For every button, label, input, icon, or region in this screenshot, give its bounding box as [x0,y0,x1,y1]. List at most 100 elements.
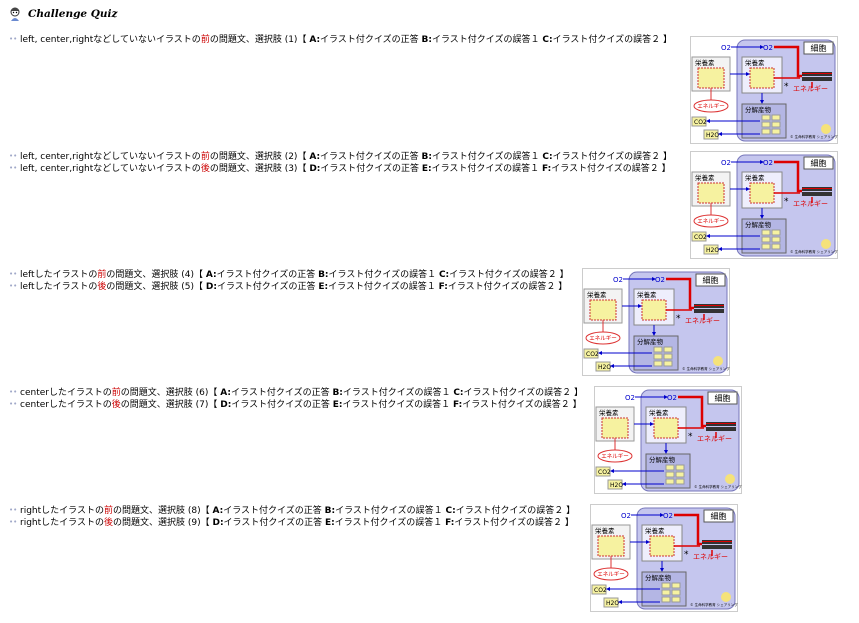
nutrient-inner-label: 栄養素 [745,58,765,67]
quiz-question-row: ••centerしたイラストの前の問題文、選択肢 (6)【 A:イラスト付クイズ… [9,387,583,398]
choice-b-text: イラスト付クイズの誤答１ [431,164,542,174]
credit-label: © 生命科学教育 シェアリンググループ [694,484,742,489]
question-suffix: の問題文、選択肢 (3)【 [209,164,310,174]
question-suffix: の問題文、選択肢 (8)【 [112,506,213,516]
choice-c-text: イラスト付クイズの誤答２ 】 [449,270,569,280]
question-text: rightしたイラストの [20,518,104,528]
quiz-question-row: ••leftしたイラストの後の問題文、選択肢 (5)【 D:イラスト付クイズの正… [9,281,567,292]
o2-left-label: O2 [625,394,635,402]
question-suffix: の問題文、選択肢 (4)【 [106,270,206,280]
h2o-label: H2O [610,482,623,489]
energy-inner-label: エネルギー [693,553,728,561]
cell-label: 細胞 [711,511,727,521]
o2-left-label: O2 [613,276,623,284]
choice-b-label: E: [332,400,343,410]
quiz-illustration: 細胞 O2 O2 栄養素 エネルギー 栄養素 * エネルギー 分解産物 CO2 … [690,151,838,259]
quiz-question-row: ••centerしたイラストの後の問題文、選択肢 (7)【 D:イラスト付クイズ… [9,399,582,410]
question-text: leftしたイラストの [20,282,98,292]
h2o-label: H2O [606,600,619,607]
nutrient-outer-label: 栄養素 [695,58,715,67]
nutrient-inner-label: 栄養素 [745,173,765,182]
choice-c-label: F: [452,400,463,410]
choice-b-label: B: [421,152,432,162]
teacher-mascot-icon [10,7,20,21]
nutrient-outer-label: 栄養素 [587,290,607,299]
products-label: 分解産物 [645,573,672,582]
cell-metabolism-illustration: 細胞 O2 O2 栄養素 エネルギー 栄養素 * エネルギー 分解産物 CO2 … [690,36,838,144]
nutrient-outer-label: 栄養素 [695,173,715,182]
choice-a-label: A: [309,152,321,162]
bullet-icon: •• [9,518,18,526]
nutrient-inner-label: 栄養素 [645,526,665,535]
energy-inner-label: エネルギー [793,200,828,208]
question-text: left, center,rightなどしていないイラストの [20,152,201,162]
co2-label: CO2 [694,119,707,126]
choice-b-label: B: [421,35,432,45]
choice-a-label: D: [212,518,224,528]
credit-label: © 生命科学教育 シェアリンググループ [682,366,730,371]
question-text: centerしたイラストの [20,400,112,410]
choice-a-text: イラスト付クイズの正答 [320,164,422,174]
cell-label: 細胞 [715,393,731,403]
bullet-icon: •• [9,35,18,43]
products-label: 分解産物 [649,455,676,464]
bullet-icon: •• [9,506,18,514]
svg-text:*: * [784,82,789,92]
quiz-illustration: 細胞 O2 O2 栄養素 エネルギー 栄養素 * エネルギー 分解産物 CO2 … [582,268,730,376]
choice-a-text: イラスト付クイズの正答 [320,35,422,45]
quiz-illustration: 細胞 O2 O2 栄養素 エネルギー 栄養素 * エネルギー 分解産物 CO2 … [590,504,738,612]
energy-inner-label: エネルギー [685,317,720,325]
cell-metabolism-illustration: 細胞 O2 O2 栄養素 エネルギー 栄養素 * エネルギー 分解産物 CO2 … [690,151,838,259]
energy-outer-label: エネルギー [589,335,617,342]
cell-label: 細胞 [811,158,827,168]
question-suffix: の問題文、選択肢 (5)【 [106,282,206,292]
choice-b-text: イラスト付クイズの誤答１ [328,282,439,292]
o2-left-label: O2 [721,159,731,167]
choice-a-label: A: [212,506,224,516]
bullet-icon: •• [9,388,18,396]
energy-inner-label: エネルギー [697,435,732,443]
choice-a-label: D: [309,164,321,174]
nutrient-outer-label: 栄養素 [599,408,619,417]
h2o-label: H2O [706,132,719,139]
choice-a-text: イラスト付クイズの正答 [216,282,319,292]
choice-b-text: イラスト付クイズの誤答１ [335,506,446,516]
position-word: 前 [97,270,107,280]
nutrient-inner-label: 栄養素 [649,408,669,417]
position-word: 後 [200,164,210,174]
choice-b-label: E: [318,282,329,292]
choice-c-label: C: [438,270,450,280]
energy-outer-label: エネルギー [697,218,725,225]
position-word: 前 [200,35,210,45]
choice-a-text: イラスト付クイズの正答 [223,506,325,516]
quiz-illustration: 細胞 O2 O2 栄養素 エネルギー 栄養素 * エネルギー 分解産物 CO2 … [690,36,838,144]
question-suffix: の問題文、選択肢 (7)【 [120,400,221,410]
choice-a-label: A: [309,35,321,45]
bullet-icon: •• [9,282,18,290]
choice-b-text: イラスト付クイズの誤答１ [431,152,543,162]
o2-right-label: O2 [663,512,673,520]
credit-label: © 生命科学教育 シェアリンググループ [690,602,738,607]
energy-inner-label: エネルギー [793,85,828,93]
cell-metabolism-illustration: 細胞 O2 O2 栄養素 エネルギー 栄養素 * エネルギー 分解産物 CO2 … [582,268,730,376]
co2-label: CO2 [598,469,611,476]
h2o-label: H2O [598,364,611,371]
bullet-icon: •• [9,152,18,160]
o2-right-label: O2 [763,159,773,167]
position-word: 後 [103,518,113,528]
cell-metabolism-illustration: 細胞 O2 O2 栄養素 エネルギー 栄養素 * エネルギー 分解産物 CO2 … [594,386,742,494]
quiz-illustration: 細胞 O2 O2 栄養素 エネルギー 栄養素 * エネルギー 分解産物 CO2 … [594,386,742,494]
products-label: 分解産物 [745,105,772,114]
credit-label: © 生命科学教育 シェアリンググループ [790,249,838,254]
quiz-question-row: ••rightしたイラストの前の問題文、選択肢 (8)【 A:イラスト付クイズの… [9,505,575,516]
question-text: left, center,rightなどしていないイラストの [20,164,201,174]
nutrient-inner-label: 栄養素 [637,290,657,299]
choice-c-text: イラスト付クイズの誤答２ 】 [454,518,574,528]
page-title: Challenge Quiz [28,8,118,20]
h2o-label: H2O [706,247,719,254]
bullet-icon: •• [9,164,18,172]
co2-label: CO2 [594,587,607,594]
quiz-question-row: ••left, center,rightなどしていないイラストの前の問題文、選択… [9,34,672,45]
svg-text:*: * [684,550,689,560]
position-word: 前 [111,388,121,398]
